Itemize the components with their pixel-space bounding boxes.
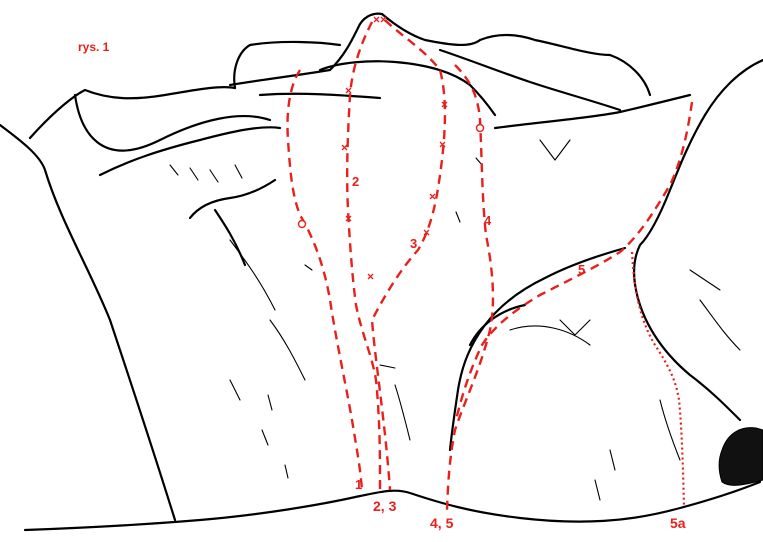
left-boulder [0,125,175,520]
start-label: 2, 3 [373,498,397,514]
route-1: 1 [288,70,363,492]
shaded-block [719,428,763,486]
rock-texture [170,140,740,500]
route-5-label: 5 [578,262,585,277]
start-label: 5a [670,515,686,531]
rock-outline [0,14,763,530]
cross-icon [374,17,447,235]
route-4-label: 4 [484,213,492,228]
route-3-label: 3 [410,236,417,251]
route-1-label: 1 [355,477,362,492]
route-5a [632,252,684,505]
figure-caption: rys. 1 [78,40,110,54]
ring-icon [477,125,484,132]
route-2: 2 [342,22,380,490]
route-2-label: 2 [352,174,359,189]
route-4: 4 [447,65,493,510]
ring-icon [299,221,306,228]
start-label: 4, 5 [430,515,454,531]
right-wall [634,60,763,420]
route-3: 3 [372,17,447,490]
start-labels: 2, 3 4, 5 5a [373,498,686,531]
